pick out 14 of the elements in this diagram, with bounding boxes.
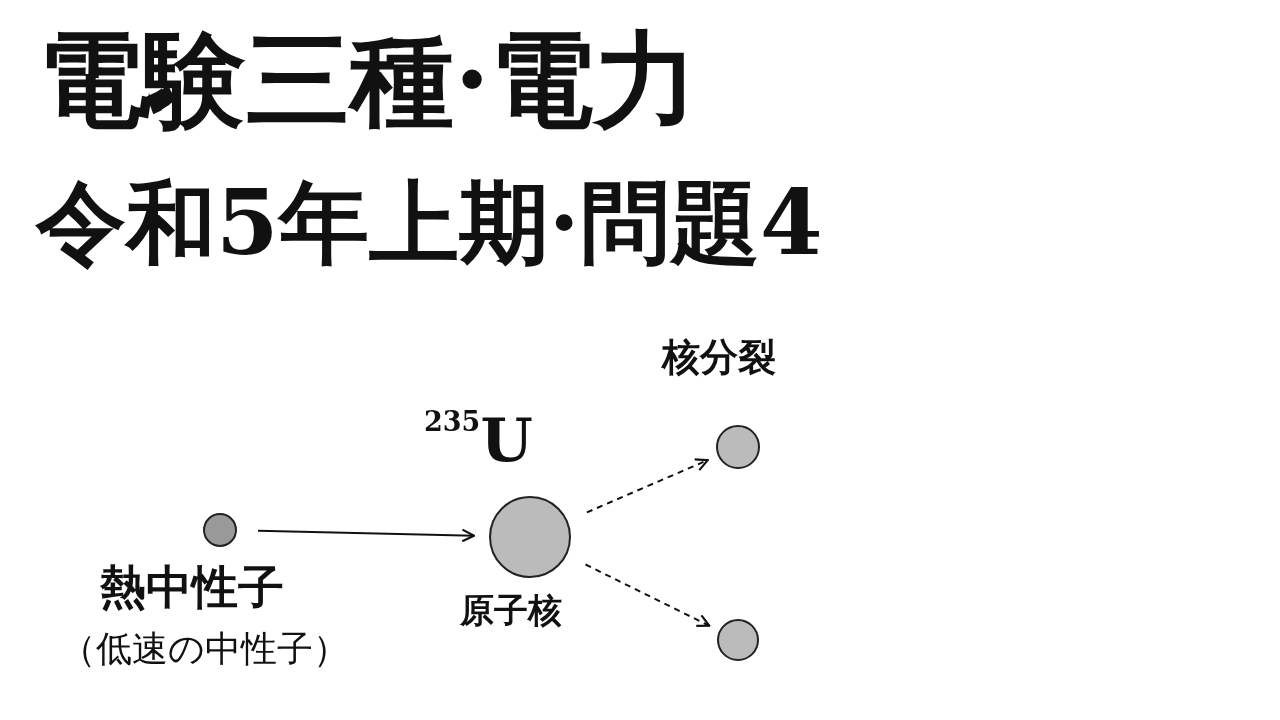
isotope-label: $^{235}$U (424, 410, 533, 470)
title: 電験三種·電力 (38, 18, 699, 143)
arrow (585, 458, 709, 514)
node-label: 熱中性子 (100, 559, 284, 616)
node-label: 原子核 (460, 589, 562, 632)
node-note: （低速の中性子） (60, 627, 349, 671)
fragment-circle (716, 618, 760, 662)
arrow (584, 563, 711, 627)
arrow (257, 528, 476, 543)
subtitle: 令和5年上期·問題4 (36, 168, 823, 276)
neutron-circle (202, 512, 238, 548)
fragment-circle (715, 424, 761, 470)
nucleus-circle (488, 495, 572, 579)
fission-label: 核分裂 (662, 334, 776, 380)
